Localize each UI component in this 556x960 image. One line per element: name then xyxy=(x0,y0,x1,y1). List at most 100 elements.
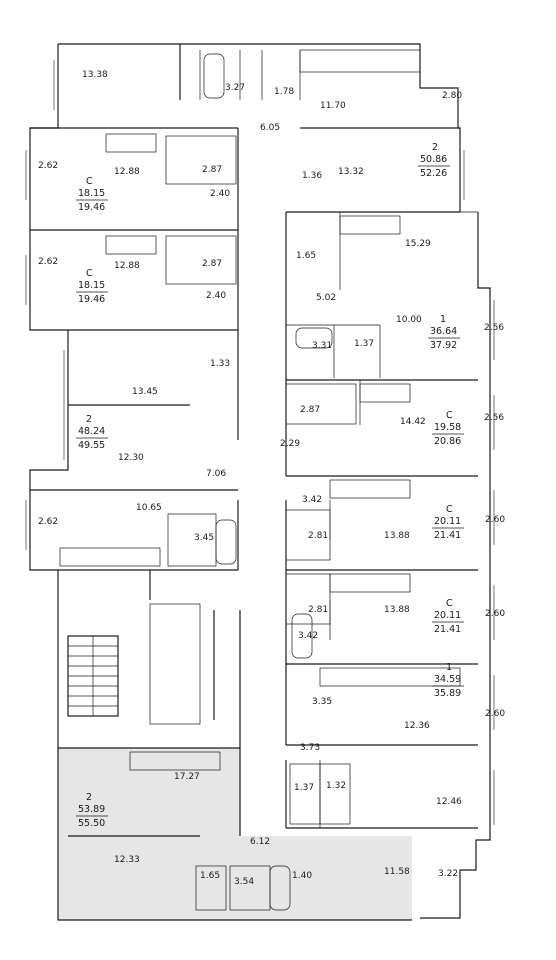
apartment-total-area: 49.55 xyxy=(78,440,105,451)
room-area: 2.40 xyxy=(210,189,230,199)
bathroom-block xyxy=(167,513,217,567)
apartment-living-area: 20.11 xyxy=(434,610,461,621)
room-area: 1.37 xyxy=(294,783,314,793)
room-area: 2.81 xyxy=(308,605,328,615)
bathroom-block xyxy=(165,135,237,185)
apartment-total-area: 55.50 xyxy=(78,818,105,829)
apartment-label-c5: C 20.11 21.41 xyxy=(432,598,464,635)
room-area: 10.00 xyxy=(396,315,422,325)
room-area: 2.56 xyxy=(484,323,504,333)
apartment-total-area: 21.41 xyxy=(434,530,461,541)
apartment-living-area: 50.86 xyxy=(420,154,447,165)
room-area: 12.30 xyxy=(118,453,144,463)
room-area: 13.45 xyxy=(132,387,158,397)
apartment-living-area: 34.59 xyxy=(434,674,461,685)
room-area: 3.42 xyxy=(298,631,318,641)
room-area: 2.62 xyxy=(38,257,58,267)
room-area: 2.60 xyxy=(485,515,505,525)
bathroom-block xyxy=(285,383,357,425)
apartment-rooms: C xyxy=(446,598,453,609)
room-area: 3.45 xyxy=(194,533,214,543)
room-area: 3.35 xyxy=(312,697,332,707)
room-area: 13.88 xyxy=(384,531,410,541)
toilet-block xyxy=(319,763,351,825)
apartment-rooms: 1 xyxy=(446,662,452,673)
bathtub-icon xyxy=(203,53,225,99)
bathroom-block xyxy=(285,573,331,625)
toilet-block xyxy=(195,865,227,911)
room-area: 13.32 xyxy=(338,167,364,177)
apartment-rooms: 2 xyxy=(432,142,438,153)
room-area: 2.29 xyxy=(280,439,300,449)
apartment-label-c3: C 19.58 20.86 xyxy=(432,410,464,447)
room-area: 2.87 xyxy=(300,405,320,415)
room-area: 2.60 xyxy=(485,709,505,719)
apartment-living-area: 18.15 xyxy=(78,280,105,291)
room-area: 7.06 xyxy=(206,469,226,479)
apartment-total-area: 20.86 xyxy=(434,436,461,447)
apartment-rooms: 2 xyxy=(86,792,92,803)
apartment-label-top: 2 50.86 52.26 xyxy=(418,142,450,179)
room-area: 3.42 xyxy=(302,495,322,505)
room-area: 12.88 xyxy=(114,261,140,271)
apartment-label-b2: 2 53.89 55.50 xyxy=(76,792,108,829)
room-area: 2.60 xyxy=(485,609,505,619)
apartment-total-area: 35.89 xyxy=(434,688,461,699)
room-area: 1.36 xyxy=(302,171,322,181)
room-area: 15.29 xyxy=(405,239,431,249)
bathroom-block xyxy=(165,235,237,285)
room-area: 13.38 xyxy=(82,70,108,80)
room-area: 5.02 xyxy=(316,293,336,303)
apartment-label-c4: C 20.11 21.41 xyxy=(432,504,464,541)
apartment-label-r1: 1 36.64 37.92 xyxy=(428,314,460,351)
stove-icon xyxy=(339,215,401,235)
room-area: 2.62 xyxy=(38,517,58,527)
room-area: 2.87 xyxy=(202,165,222,175)
apartment-labels: 2 50.86 52.26 C 18.15 19.46 C 18.15 19.4… xyxy=(76,142,464,829)
room-area: 11.70 xyxy=(320,101,346,111)
stove-icon xyxy=(129,751,221,771)
partitions-left xyxy=(30,127,241,837)
apartment-rooms: C xyxy=(86,176,93,187)
room-area: 2.80 xyxy=(442,91,462,101)
apartment-label-l2: 2 48.24 49.55 xyxy=(76,414,108,451)
stove-icon xyxy=(319,667,461,687)
room-area: 12.36 xyxy=(404,721,430,731)
apartment-rooms: 1 xyxy=(440,314,446,325)
room-area: 6.05 xyxy=(260,123,280,133)
highlighted-apartment-fill-lower xyxy=(68,836,412,920)
room-area: 2.56 xyxy=(484,413,504,423)
fixtures xyxy=(59,53,461,911)
apartment-living-area: 53.89 xyxy=(78,804,105,815)
room-area: 12.88 xyxy=(114,167,140,177)
apartment-living-area: 20.11 xyxy=(434,516,461,527)
room-area: 2.81 xyxy=(308,531,328,541)
stove-icon xyxy=(59,547,161,567)
bathtub-icon xyxy=(215,519,237,565)
room-area: 3.54 xyxy=(234,877,254,887)
apartment-rooms: C xyxy=(446,504,453,515)
apartment-rooms: C xyxy=(86,268,93,279)
partitions-top xyxy=(179,44,460,129)
apartment-total-area: 37.92 xyxy=(430,340,457,351)
room-area: 1.40 xyxy=(292,871,312,881)
room-area: 3.73 xyxy=(300,743,320,753)
room-area: 12.33 xyxy=(114,855,140,865)
apartment-label-c1: C 18.15 19.46 xyxy=(76,176,108,213)
toilet-block xyxy=(229,865,271,911)
room-area: 1.65 xyxy=(200,871,220,881)
stove-icon xyxy=(329,573,411,593)
room-area: 11.58 xyxy=(384,867,410,877)
room-area: 1.32 xyxy=(326,781,346,791)
apartment-living-area: 48.24 xyxy=(78,426,105,437)
room-area: 2.87 xyxy=(202,259,222,269)
room-area-labels: 13.38 3.27 1.78 11.70 2.80 6.05 2.62 12.… xyxy=(38,70,505,887)
room-area: 3.22 xyxy=(438,869,458,879)
apartment-rooms: C xyxy=(446,410,453,421)
room-area: 2.40 xyxy=(206,291,226,301)
apartment-total-area: 21.41 xyxy=(434,624,461,635)
room-area: 1.37 xyxy=(354,339,374,349)
windows xyxy=(25,60,495,825)
apartment-rooms: 2 xyxy=(86,414,92,425)
